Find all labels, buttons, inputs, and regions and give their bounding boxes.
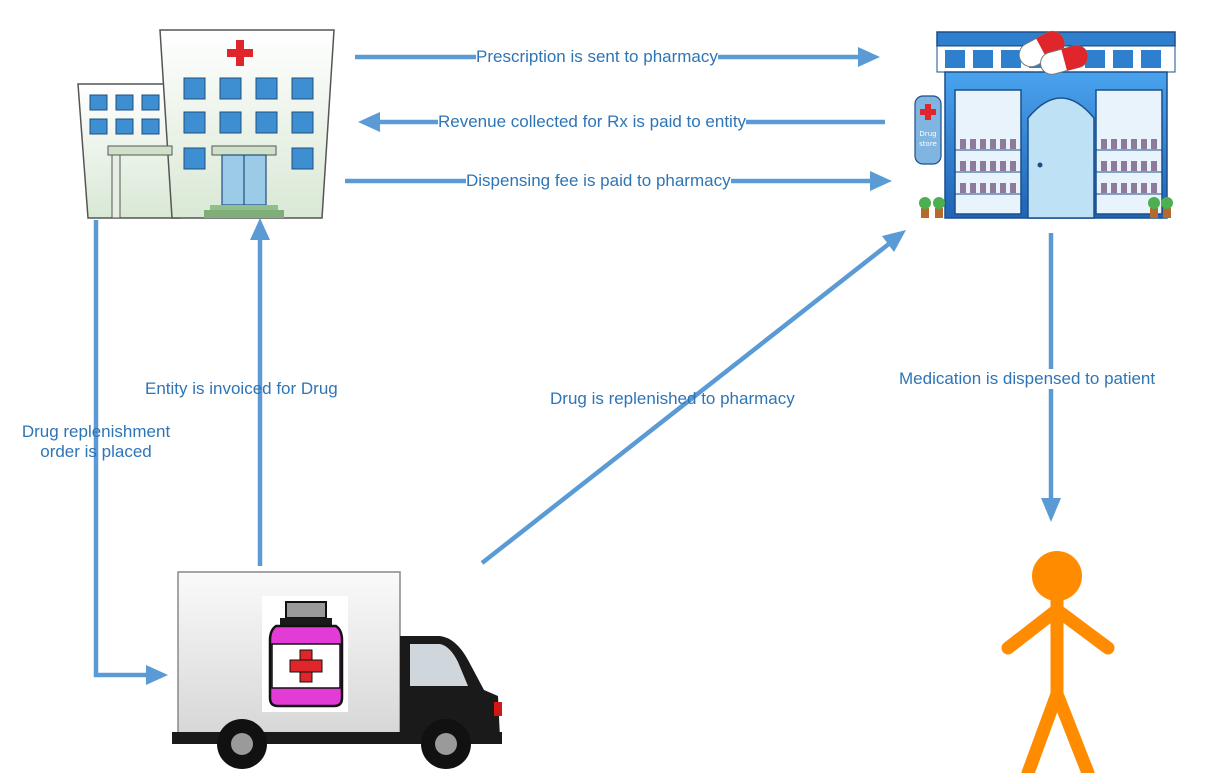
arrow-replenishment-order [93, 220, 168, 685]
medicine-bottle-icon [262, 596, 348, 712]
edge-label-invoiced: Entity is invoiced for Drug [145, 379, 338, 398]
edge-label-revenue: Revenue collected for Rx is paid to enti… [438, 112, 747, 132]
truck-wheel-icon [421, 719, 471, 769]
pharmacy-store-icon: Drug store [914, 30, 1176, 219]
arrow-medication-dispensed [1041, 233, 1061, 522]
edge-label-line: order is placed [40, 442, 152, 461]
pill-capsule-icon [1040, 45, 1089, 75]
arrow-drug-replenished [480, 230, 906, 565]
edge-label-dispensed: Medication is dispensed to patient [899, 369, 1156, 389]
hospital-icon [77, 29, 335, 219]
edge-label-dispensing-fee: Dispensing fee is paid to pharmacy [466, 171, 731, 191]
truck-wheel-icon [217, 719, 267, 769]
stick-figure-person-icon [1001, 551, 1115, 773]
edge-label-line: Drug replenishment [21, 422, 171, 441]
edge-label-prescription: Prescription is sent to pharmacy [476, 47, 718, 67]
arrow-entity-invoiced [250, 218, 270, 566]
drug-store-sign-line2: store [919, 140, 937, 148]
edge-label-replenishment-order: Drug replenishment order is placed [2, 422, 190, 462]
drug-store-sign-line1: Drug [919, 130, 936, 138]
edge-label-replenished: Drug is replenished to pharmacy [550, 389, 795, 408]
delivery-truck-icon [172, 571, 502, 769]
potted-plant-icon [919, 197, 1173, 218]
